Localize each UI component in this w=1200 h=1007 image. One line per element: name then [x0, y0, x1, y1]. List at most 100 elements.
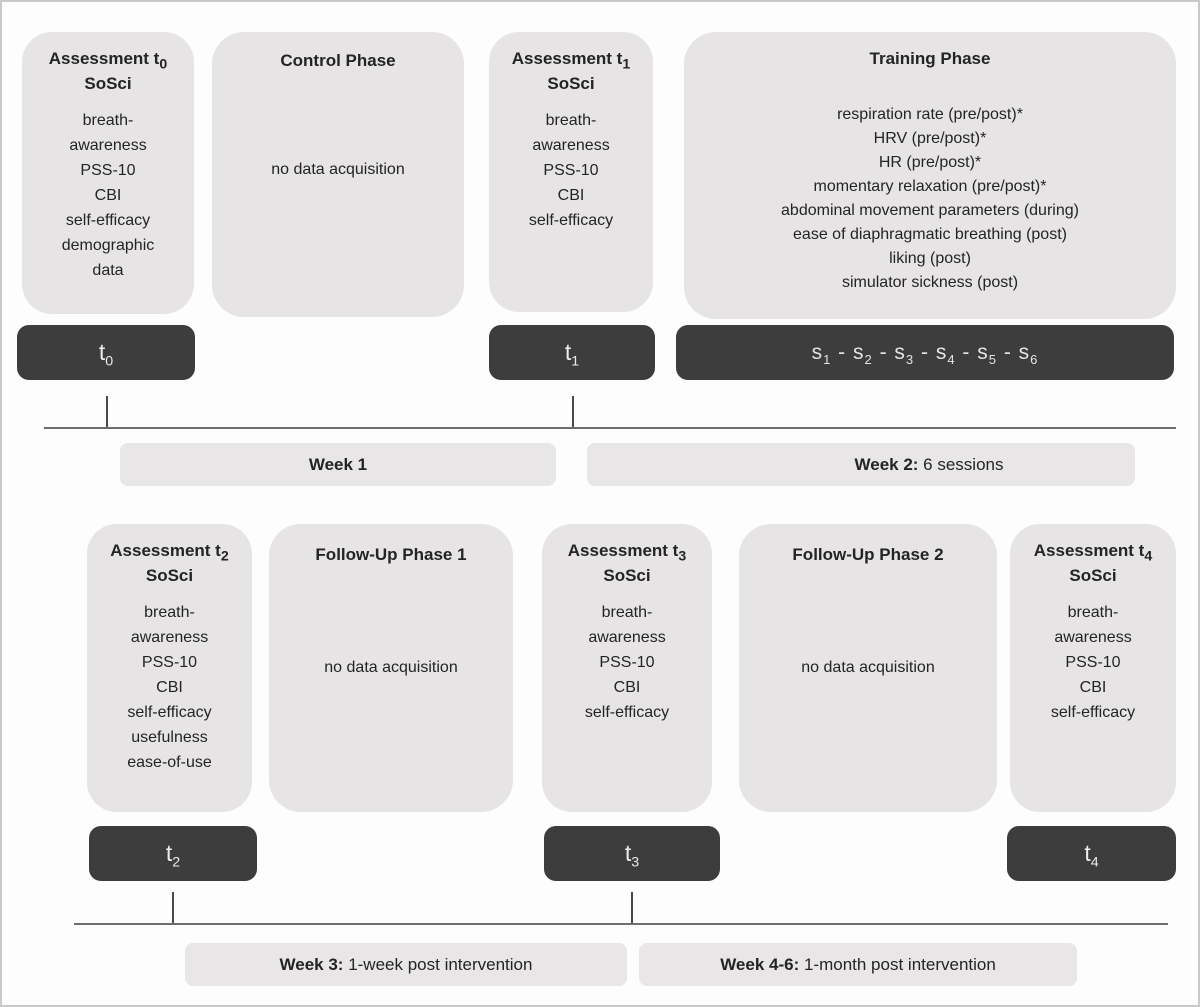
training-phase-title: Training Phase — [869, 49, 991, 68]
list-item: ease of diaphragmatic breathing (post) — [793, 226, 1067, 243]
marker-base: t — [564, 339, 572, 365]
timeline-tick-t1 — [572, 396, 574, 427]
title-subscript: 2 — [220, 548, 229, 565]
marker-subscript: 2 — [172, 854, 181, 871]
list-item: HRV (pre/post)* — [873, 130, 987, 147]
followup1-body: no data acquisition — [324, 659, 458, 676]
marker-base: t — [1084, 840, 1091, 866]
list-item: self-efficacy — [584, 704, 670, 721]
list-item: PSS-10 — [80, 162, 136, 179]
followup2-title: Follow-Up Phase 2 — [792, 545, 944, 564]
control-phase-title: Control Phase — [280, 51, 396, 70]
timeline-line-1 — [44, 427, 1176, 429]
list-item: usefulness — [131, 729, 208, 746]
marker-t3: t3 — [544, 826, 720, 881]
list-item: breath- — [601, 604, 653, 621]
timeline-tick-t0 — [106, 396, 108, 427]
marker-subscript: 3 — [631, 854, 640, 871]
list-item: awareness — [130, 629, 209, 646]
list-item: CBI — [94, 187, 122, 204]
week3-label-bold: Week 3: — [279, 954, 344, 974]
list-item: awareness — [1054, 629, 1132, 646]
list-item: simulator sickness (post) — [841, 274, 1019, 291]
list-item: breath- — [144, 604, 195, 621]
list-item: PSS-10 — [1065, 654, 1121, 671]
list-item: CBI — [557, 187, 585, 204]
title-line: Assessment t0 — [22, 46, 194, 71]
title-subscript: 3 — [678, 548, 687, 565]
assessment-t1-title: Assessment t1 SoSci — [489, 32, 653, 96]
list-item: self-efficacy — [127, 704, 212, 721]
week46-label-bold: Week 4-6: — [720, 954, 800, 974]
list-item: HR (pre/post)* — [878, 154, 982, 171]
week3-label-rest: 1-week post intervention — [343, 954, 533, 974]
list-item: CBI — [613, 679, 641, 696]
marker-label: t2 — [165, 840, 180, 870]
title-subscript: 1 — [622, 56, 631, 73]
marker-label: t1 — [564, 339, 579, 369]
timeline-tick-t3 — [631, 892, 633, 923]
week1-label-bold: Week 1 — [308, 454, 368, 474]
list-item: breath- — [82, 112, 134, 129]
list-item: respiration rate (pre/post)* — [837, 106, 1023, 123]
marker-t2: t2 — [89, 826, 257, 881]
sessions-bar: s1 - s2 - s3 - s4 - s5 - s6 — [676, 325, 1174, 380]
week46-label-box: Week 4-6: 1-month post intervention — [639, 943, 1077, 986]
marker-base: t — [98, 339, 106, 365]
marker-t1: t1 — [489, 325, 655, 380]
marker-label: t0 — [98, 339, 113, 369]
marker-t4: t4 — [1007, 826, 1176, 881]
sessions-label: s1 - s2 - s3 - s4 - s5 - s6 — [811, 340, 1039, 367]
title-subtitle: SoSci — [1069, 566, 1117, 585]
list-item: breath- — [1067, 604, 1119, 621]
list-item: self-efficacy — [528, 212, 614, 229]
title-subtitle: SoSci — [547, 74, 595, 93]
title-subtitle: SoSci — [603, 566, 651, 585]
list-item: breath- — [545, 112, 597, 129]
list-item: self-efficacy — [65, 212, 151, 229]
followup2-body: no data acquisition — [801, 659, 935, 676]
followup2-box: Follow-Up Phase 2 no data acquisition — [739, 524, 997, 812]
title-line: Assessment t4 — [1010, 538, 1176, 563]
title-text: Assessment t — [511, 49, 623, 68]
marker-base: t — [165, 840, 173, 866]
week2-label-bold: Week 2: — [854, 454, 919, 474]
week2-label-rest: 6 sessions — [918, 454, 1004, 474]
assessment-t0-title: Assessment t0 SoSci — [22, 32, 194, 96]
marker-base: t — [624, 840, 632, 866]
list-item: PSS-10 — [543, 162, 599, 179]
title-subtitle: SoSci — [84, 74, 132, 93]
measure-list: respiration rate (pre/post)* HRV (pre/pos… — [684, 103, 1176, 295]
title-text: Assessment t — [567, 541, 679, 560]
followup1-title: Follow-Up Phase 1 — [315, 545, 467, 564]
title-line: Assessment t1 — [489, 46, 653, 71]
list-item: ease-of-use — [127, 754, 212, 771]
marker-label: t3 — [624, 840, 639, 870]
week46-label-rest: 1-month post intervention — [799, 954, 996, 974]
list-item: PSS-10 — [599, 654, 655, 671]
marker-subscript: 1 — [571, 353, 580, 370]
list-item: CBI — [156, 679, 183, 696]
list-item: abdominal movement parameters (during) — [781, 202, 1079, 219]
followup1-box: Follow-Up Phase 1 no data acquisition — [269, 524, 513, 812]
list-item: liking (post) — [889, 250, 971, 267]
week3-label-box: Week 3: 1-week post intervention — [185, 943, 627, 986]
control-phase-box: Control Phase no data acquisition — [212, 32, 464, 317]
title-subscript: 0 — [159, 56, 168, 73]
title-text: Assessment t — [1033, 541, 1145, 560]
week2-label: Week 2: 6 sessions — [855, 455, 1004, 475]
title-subtitle: SoSci — [145, 566, 194, 585]
title-line: Assessment t3 — [542, 538, 712, 563]
list-item: momentary relaxation (pre/post)* — [813, 178, 1047, 195]
list-item: awareness — [588, 629, 666, 646]
